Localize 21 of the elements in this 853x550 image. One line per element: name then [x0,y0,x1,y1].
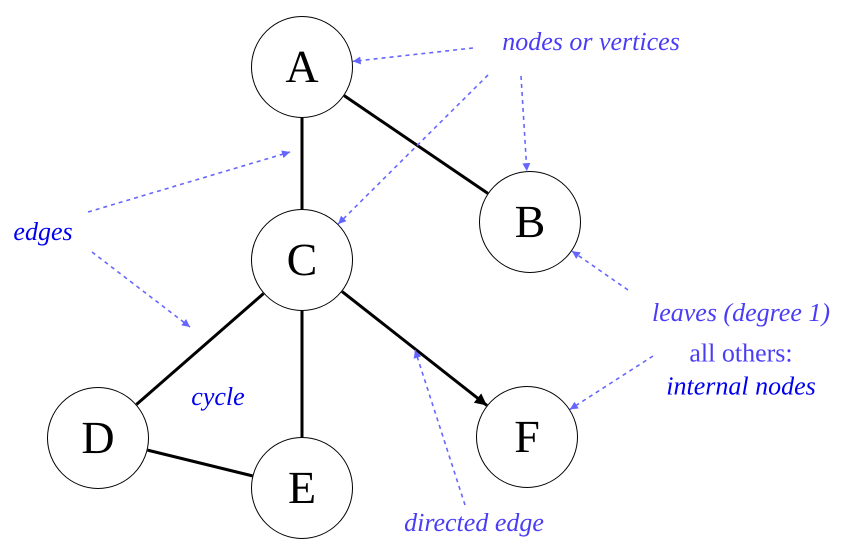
leader-line [92,251,190,328]
leader-line [338,74,489,225]
leader-line [414,350,466,506]
leader-line [571,250,628,291]
cycle-label: cycle [191,380,245,413]
leader-line [520,76,530,172]
annotation-text: leaves (degree 1) [652,296,830,330]
edge-line [343,94,489,195]
leader-line [569,355,654,410]
leader-line [88,150,290,213]
edge-line [147,448,253,478]
annotation-text: directed edge [404,506,544,540]
edge-line [341,290,488,407]
annotation-text: nodes or vertices [502,26,680,58]
annotation-text: internal nodes [666,370,816,402]
leader-line [352,47,474,64]
edge-line [300,311,304,437]
annotation-text: all others: [689,338,793,370]
edge-line [300,118,304,209]
annotation-text: edges [13,216,73,248]
edge-line [135,292,265,406]
